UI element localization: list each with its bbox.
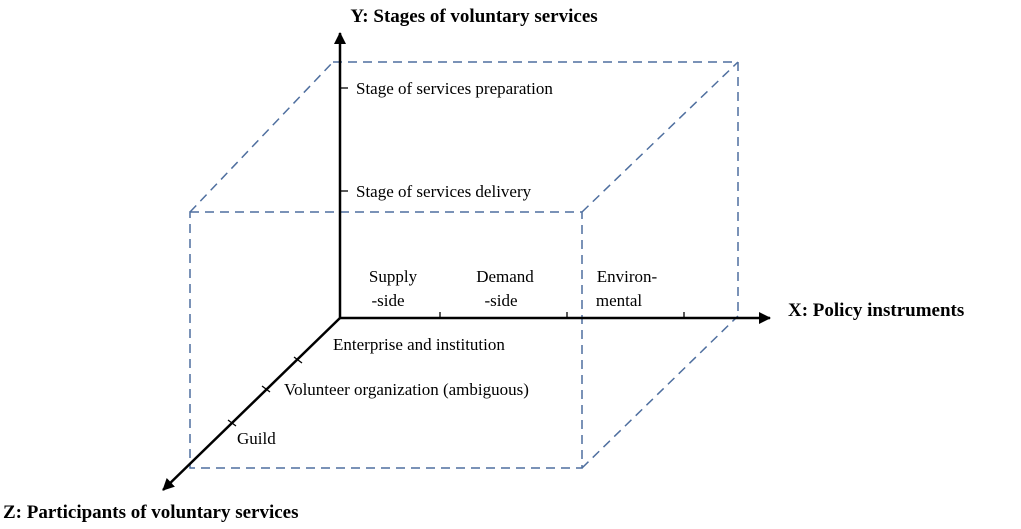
x-label-demand-line2: -side — [484, 291, 517, 310]
y-label-delivery: Stage of services delivery — [356, 182, 532, 201]
x-label-environmental-line2: mental — [596, 291, 643, 310]
y-label-preparation: Stage of services preparation — [356, 79, 553, 98]
axes — [162, 32, 771, 491]
z-axis-line — [162, 317, 341, 491]
cube-edge-top-right — [581, 61, 739, 213]
cube-edge-top-left — [189, 61, 334, 213]
x-label-supply-line1: Supply — [369, 267, 418, 286]
z-tick-3 — [227, 419, 237, 427]
z-tick-1 — [293, 356, 303, 364]
x-label-supply-line2: -side — [371, 291, 404, 310]
cube-edge-bottom-right — [581, 315, 739, 469]
x-axis-title: X: Policy instruments — [788, 300, 964, 321]
x-label-demand-line1: Demand — [476, 267, 534, 286]
y-axis-title: Y: Stages of voluntary services — [350, 6, 597, 27]
dashed-cube — [189, 61, 739, 469]
z-axis-title: Z: Participants of voluntary services — [3, 502, 299, 523]
x-label-environmental-line1: Environ- — [597, 267, 658, 286]
z-tick-2 — [261, 385, 271, 393]
z-label-guild: Guild — [237, 429, 276, 448]
z-label-enterprise: Enterprise and institution — [333, 335, 505, 354]
z-label-volunteer-organization: Volunteer organization (ambiguous) — [284, 380, 529, 399]
ticks — [227, 87, 685, 427]
